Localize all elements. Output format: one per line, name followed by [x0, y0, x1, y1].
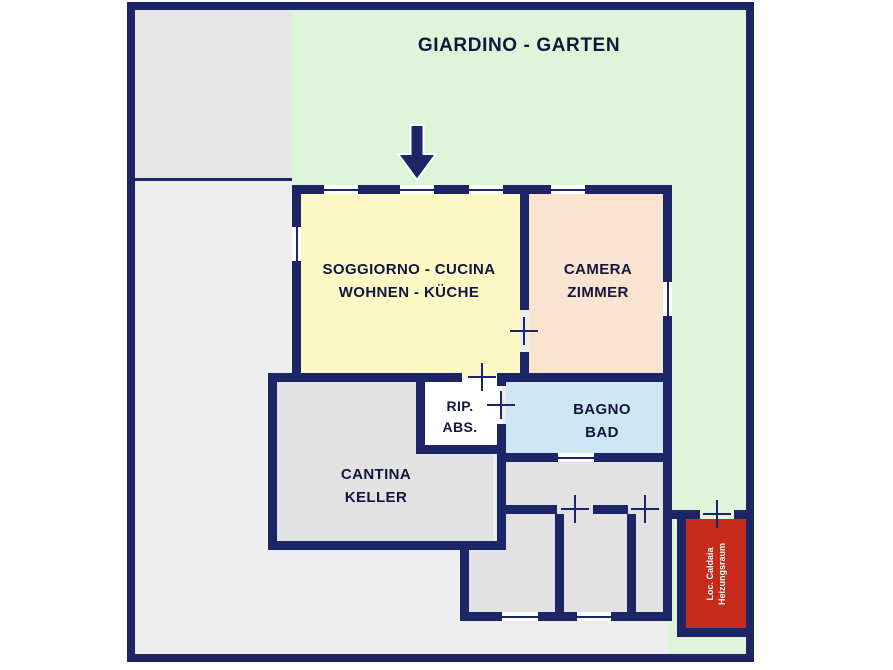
- bath-room-label-line1: BAGNO: [573, 401, 631, 418]
- door-marker: [510, 317, 538, 345]
- wall: [734, 510, 746, 519]
- lower-room-floor: [506, 514, 668, 612]
- neighbor-parcel: [135, 10, 292, 178]
- wall: [520, 185, 529, 310]
- room-camera-floor: [529, 190, 668, 378]
- door-marker: [468, 363, 496, 391]
- wall: [502, 373, 672, 382]
- window-marker: [556, 453, 596, 462]
- room-boiler-floor: [686, 519, 746, 628]
- wall: [663, 514, 672, 621]
- wall: [416, 373, 425, 454]
- entrance-door: [398, 185, 436, 194]
- wall: [677, 510, 686, 637]
- door-marker: [703, 500, 731, 528]
- living-room-label: SOGGIORNO - CUCINA WOHNEN - KÜCHE: [322, 258, 495, 304]
- window-marker: [663, 280, 672, 318]
- boiler-room-label: Loc. Caldaia Heizungsraum: [686, 519, 746, 628]
- wall: [497, 505, 557, 514]
- living-room-label-line1: SOGGIORNO - CUCINA: [322, 261, 496, 278]
- window-marker: [575, 612, 613, 621]
- camera-room-label-line2: ZIMMER: [567, 284, 629, 301]
- bath-room-label-line2: BAD: [585, 424, 619, 441]
- cellar-room-label-line1: CANTINA: [340, 466, 412, 483]
- window-marker: [500, 612, 540, 621]
- wall: [520, 352, 529, 382]
- wall: [268, 373, 277, 550]
- garden-label: GIARDINO - GARTEN: [417, 35, 621, 56]
- wall: [268, 373, 462, 382]
- window-marker: [322, 185, 360, 194]
- garden-area-top: [292, 10, 746, 185]
- storage-room-label-line2: ABS.: [442, 419, 478, 435]
- room-living-floor: [297, 190, 520, 378]
- wall: [663, 185, 672, 514]
- wall: [292, 185, 301, 382]
- boiler-room-label-line1: Loc. Caldaia: [705, 547, 715, 601]
- room-bath-floor: [506, 378, 668, 458]
- entrance-arrow-icon: [396, 124, 438, 182]
- wall: [663, 505, 672, 514]
- storage-room-label: RIP. ABS.: [442, 396, 477, 438]
- wall: [555, 514, 564, 612]
- wall: [460, 612, 672, 621]
- wall: [460, 541, 469, 621]
- door-marker: [561, 495, 589, 523]
- boiler-room-label-line2: Heizungsraum: [717, 542, 727, 605]
- storage-room-label-line1: RIP.: [446, 398, 474, 414]
- cellar-room-label: CANTINA KELLER: [341, 463, 411, 509]
- camera-room-label: CAMERA ZIMMER: [564, 258, 632, 304]
- wall: [627, 514, 636, 612]
- window-marker: [549, 185, 587, 194]
- cellar-room-label-line2: KELLER: [344, 489, 408, 506]
- wall: [497, 373, 506, 386]
- door-marker: [487, 391, 515, 419]
- hallway-floor: [506, 458, 668, 514]
- living-room-label-line2: WOHNEN - KÜCHE: [338, 284, 480, 301]
- room-storage-floor: [425, 378, 502, 445]
- wall: [677, 628, 746, 637]
- wall: [497, 424, 506, 541]
- wall: [135, 178, 292, 181]
- lower-room-floor: [469, 550, 506, 612]
- door-marker: [631, 495, 659, 523]
- wall: [593, 505, 628, 514]
- camera-room-label-line1: CAMERA: [563, 261, 633, 278]
- wall: [672, 510, 700, 519]
- wall: [416, 445, 506, 454]
- wall: [268, 541, 506, 550]
- bath-room-label: BAGNO BAD: [573, 398, 631, 444]
- window-marker: [467, 185, 505, 194]
- window-marker: [292, 225, 301, 263]
